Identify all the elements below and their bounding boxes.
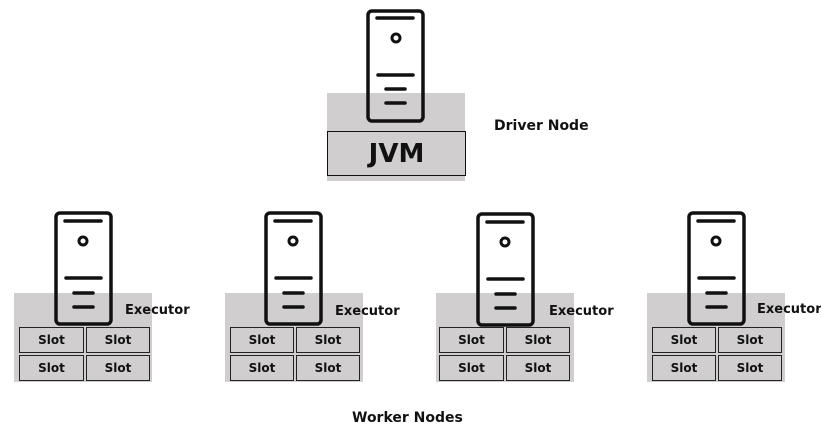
driver-node-label: Driver Node bbox=[494, 118, 589, 134]
slot: Slot bbox=[86, 355, 150, 381]
server-icon bbox=[264, 211, 323, 326]
slot: Slot bbox=[506, 355, 570, 381]
executor-label: Executor bbox=[549, 304, 614, 319]
server-icon bbox=[476, 212, 535, 327]
slot: Slot bbox=[19, 327, 84, 353]
slot: Slot bbox=[296, 327, 360, 353]
slot: Slot bbox=[86, 327, 150, 353]
slot: Slot bbox=[439, 355, 504, 381]
slot: Slot bbox=[19, 355, 84, 381]
server-icon bbox=[54, 211, 113, 326]
worker-nodes-label: Worker Nodes bbox=[352, 410, 463, 426]
slot: Slot bbox=[652, 327, 716, 353]
executor-label: Executor bbox=[757, 302, 821, 317]
slot: Slot bbox=[506, 327, 570, 353]
slot: Slot bbox=[230, 327, 294, 353]
slot: Slot bbox=[296, 355, 360, 381]
slot: Slot bbox=[439, 327, 504, 353]
slot: Slot bbox=[718, 355, 782, 381]
executor-label: Executor bbox=[125, 303, 190, 318]
slot: Slot bbox=[718, 327, 782, 353]
slot: Slot bbox=[230, 355, 294, 381]
executor-label: Executor bbox=[335, 304, 400, 319]
jvm-box: JVM bbox=[327, 131, 466, 176]
server-icon bbox=[687, 211, 746, 326]
server-icon bbox=[366, 9, 425, 123]
slot: Slot bbox=[652, 355, 716, 381]
